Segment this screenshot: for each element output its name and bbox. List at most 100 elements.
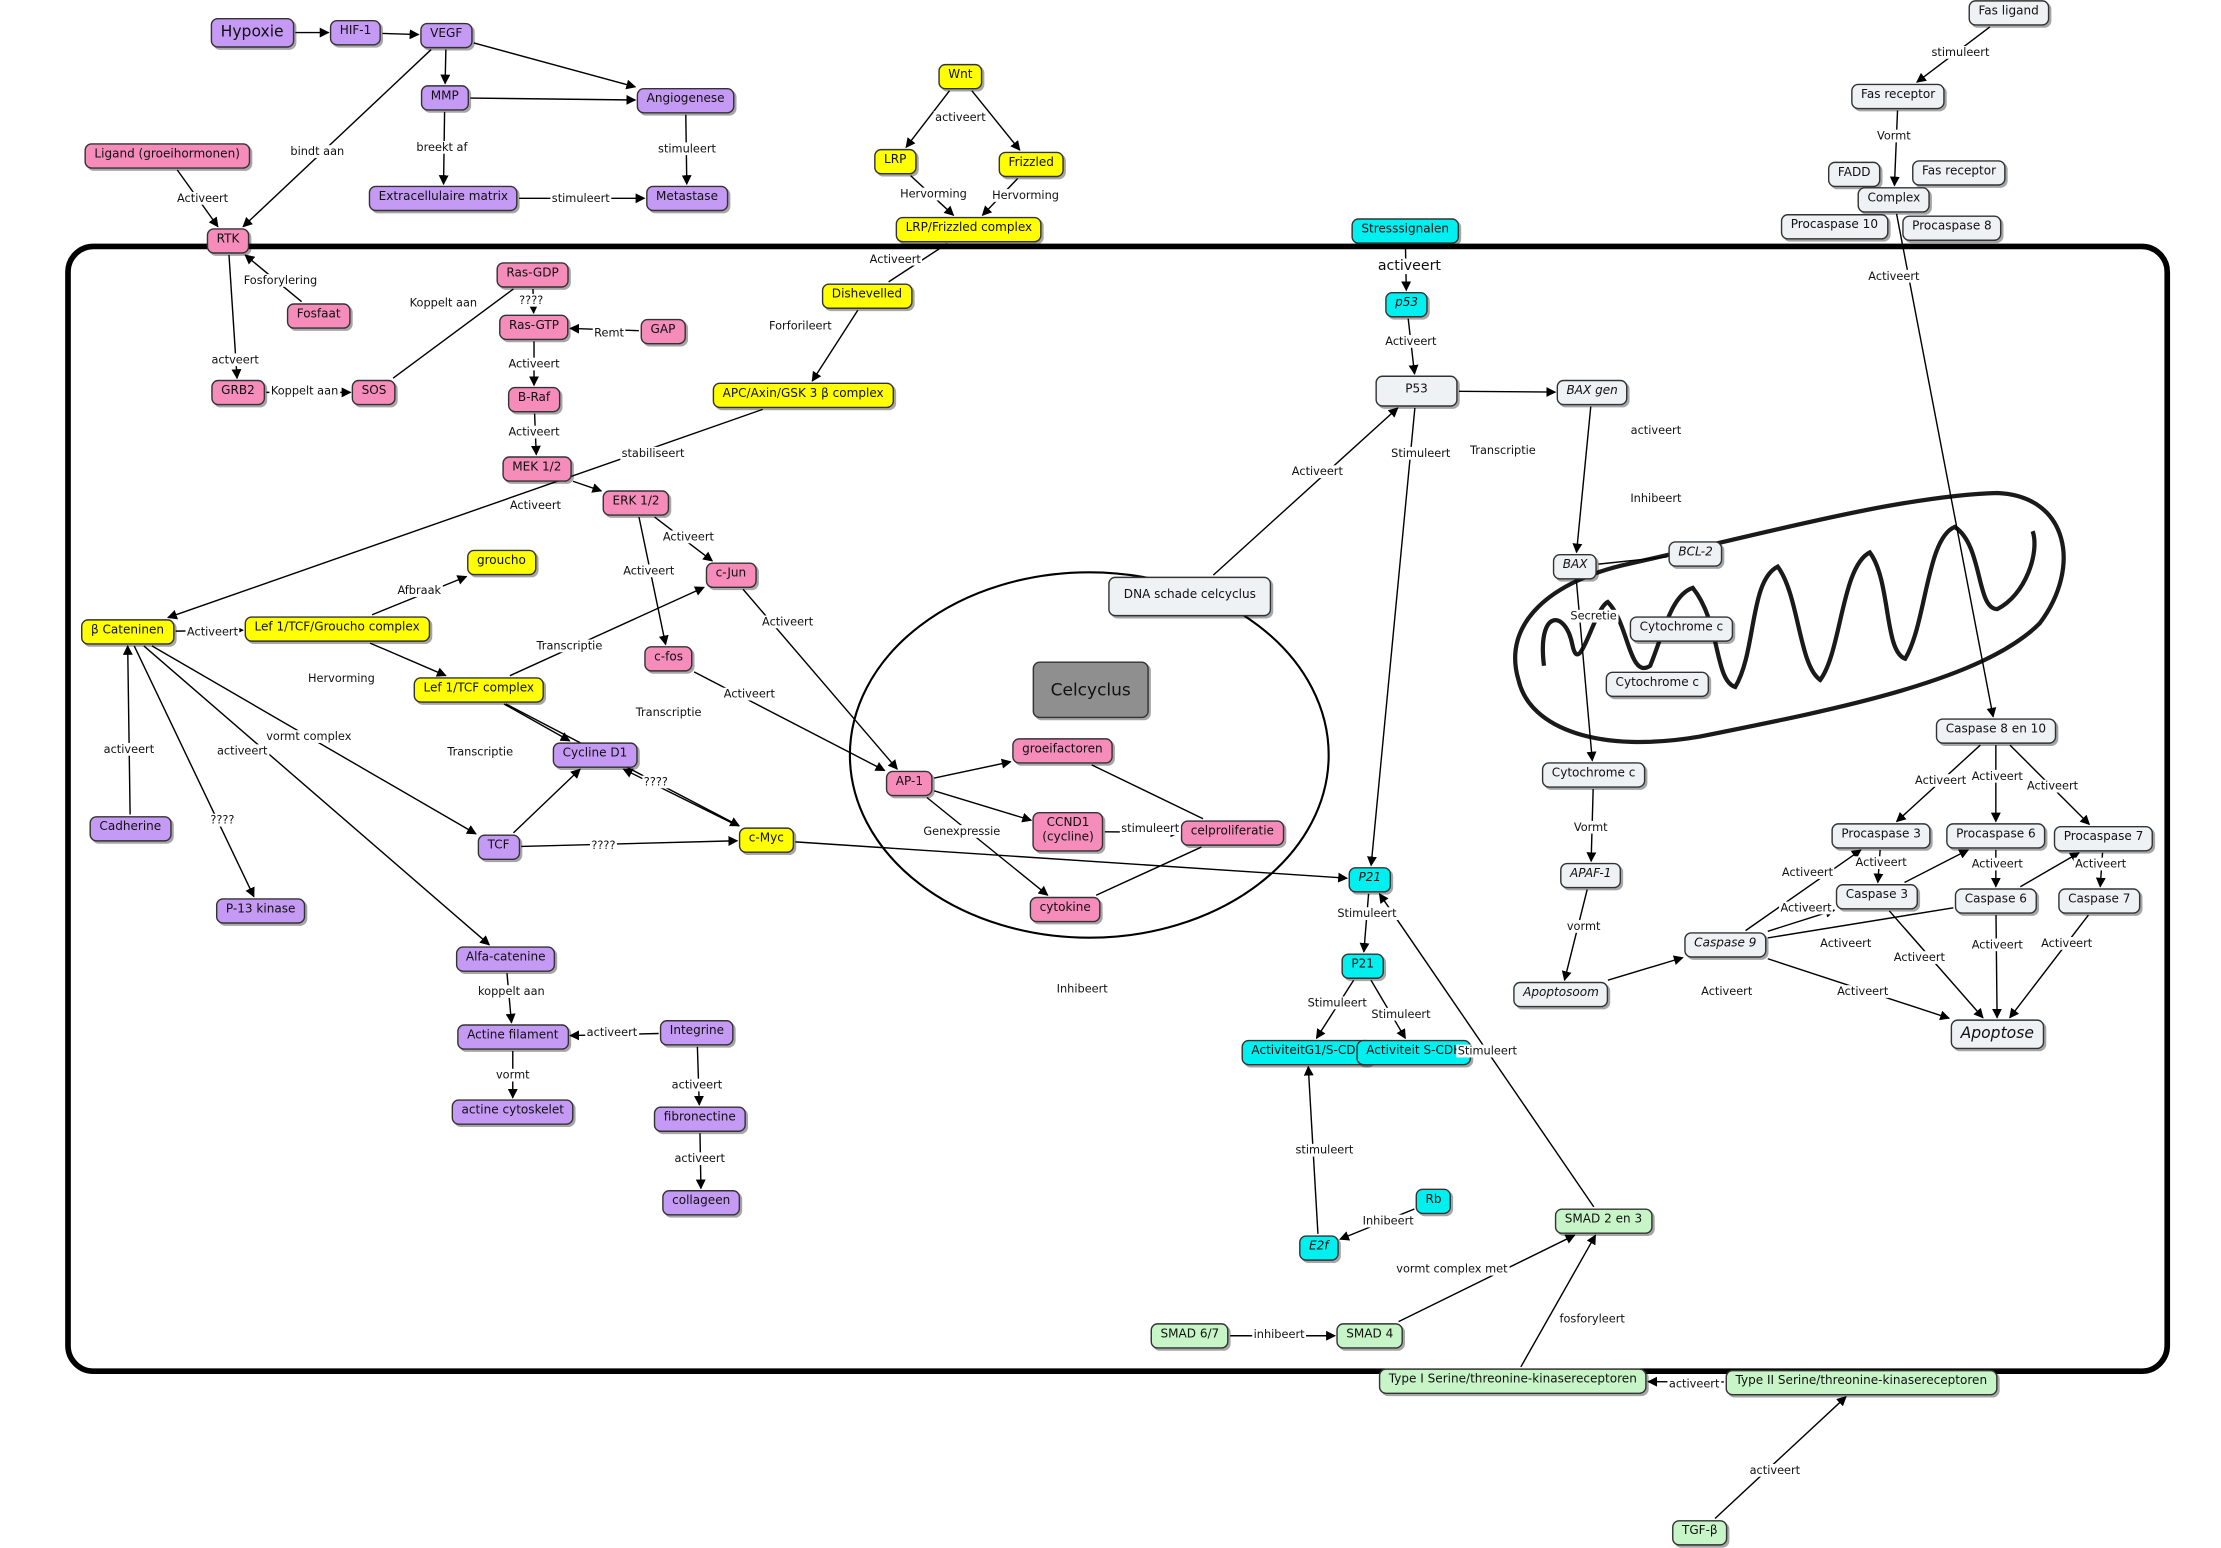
node-gap: GAP [641,319,686,344]
edge-label-activeert-c9c: Activeert [1819,937,1873,950]
edge-label-transcriptie-cyc: Transcriptie [446,746,515,759]
edge-label-secretie: Secretie [1569,610,1618,623]
node-casp6: Caspase 6 [1955,888,2037,913]
edge-label-activeert-p53: Activeert [1384,335,1438,348]
node-celprolif: celproliferatie [1181,820,1284,845]
edge-label-activeert-bcat: Activeert [185,625,239,638]
node-casp9: Caspase 9 [1684,932,1766,957]
edge-label-inhibeert-rb: Inhibeert [1361,1215,1415,1228]
edge-label-activeert-pc7: Activeert [2026,780,2080,793]
edge-label-vraag-p13: ???? [209,814,236,827]
edge-label-hervorming-lef: Hervorming [307,672,377,685]
edge-label-activeert-pc3: Activeert [1914,774,1968,787]
node-bcat: β Cateninen [81,619,174,644]
edge-label-fosforyleert: fosforyleert [1558,1312,1626,1325]
node-fasligand: Fas ligand [1969,0,2049,25]
node-cytc2: Cytochrome c [1606,672,1709,697]
edge-lefgroucho-to-leftcf [370,643,446,676]
edge-label-vormt-apaf: Vormt [1572,821,1609,834]
edge-label-activeert-c9b: Activeert [1779,902,1833,915]
edge-ap1-to-groeifactoren [934,762,1010,778]
edge-label-stabiliseert: stabiliseert [620,447,686,460]
edge-label-activeert-c9d: Activeert [1836,985,1890,998]
edge-casp6-to-apoptose [1996,915,1997,1018]
node-lrpfz: LRP/Frizzled complex [896,217,1042,242]
edge-label-stimuleert-e2f: stimuleert [1294,1144,1355,1157]
node-procasp3: Procaspase 3 [1831,823,1930,848]
edge-p53-to-p21i [1371,408,1415,866]
edge-label-breekt-af: breekt af [415,141,469,154]
edge-baxgen-to-bax [1577,407,1591,553]
edge-label-stimuleert-scdk: Stimuleert [1370,1008,1432,1021]
edge-p21i-to-p21 [1364,894,1369,952]
edge-label-vormt-fas: Vormt [1876,130,1913,143]
edge-label-activeert-braf: Activeert [507,358,561,371]
edge-label-activeert-pc6: Activeert [1970,770,2024,783]
node-lrp: LRP [874,149,916,174]
node-apc: APC/Axin/GSK 3 β complex [713,383,894,408]
edge-label-activeert-apopt: Activeert [1700,985,1754,998]
node-p53i: p53 [1385,292,1428,317]
edge-label-fosforylering: Fosforylering [242,274,318,287]
cell-membrane [68,246,2167,1371]
node-ccnd1: CCND1 (cycline) [1032,812,1103,851]
edge-label-genexpressie: Genexpressie [922,825,1002,838]
edge-label-koppelt-aan-actine: koppelt aan [477,985,547,998]
node-stress: Stresssignalen [1351,218,1458,243]
edge-label-vormt-complex-met: vormt complex met [1395,1263,1509,1276]
edge-label-stimuleert-p53: Stimuleert [1390,447,1452,460]
edge-label-transcriptie-cjun: Transcriptie [535,640,604,653]
edge-tgfb-to-type2 [1715,1397,1846,1519]
edge-tcf-to-cyclined1 [513,769,580,833]
node-dishevelled: Dishevelled [822,283,912,308]
edge-label-activeert-erk: Activeert [508,499,562,512]
edge-mmp-to-angiogenese [470,98,635,100]
node-type1: Type I Serine/threonine-kinasereceptoren [1379,1369,1647,1394]
edge-label-vraag-tcf: ???? [590,839,617,852]
edge-apc-to-bcat [168,409,763,617]
edge-label-stimuleert-angio: stimuleert [657,142,718,155]
edge-casp7-to-apoptose [2010,915,2089,1018]
edge-apoptosoom-to-casp9 [1608,958,1683,981]
node-cadherine: Cadherine [89,816,171,841]
node-e2f: E2f [1299,1235,1338,1260]
edge-apaf-to-apoptosoom [1565,890,1588,981]
node-braf: B-Raf [508,387,560,412]
node-apoptose: Apoptose [1951,1019,2044,1048]
edge-integrine-to-fibronectine [697,1047,699,1105]
edge-label-inhibeert-myc: Inhibeert [1055,982,1109,995]
edge-label-activeert-complex: Activeert [1867,270,1921,283]
node-ecm: Extracellulaire matrix [369,186,518,211]
node-fosfaat: Fosfaat [287,303,351,328]
edge-groeifactoren-to-celprolif [1092,765,1203,819]
edge-label-activeert-coll: activeert [673,1152,726,1165]
edge-label-activeert-cadh: activeert [102,743,155,756]
node-hypoxie: Hypoxie [211,18,294,47]
edge-label-bindt-aan: bindt aan [289,145,346,158]
node-fadd: FADD [1828,162,1880,187]
edge-label-activeert-grb2: actveert [210,353,260,366]
node-bax: BAX [1553,554,1598,579]
edge-label-activeert-dna: Activeert [1290,465,1344,478]
node-metastase: Metastase [646,186,728,211]
edge-label-stimuleert-prolif: stimuleert [1120,822,1181,835]
node-actine: Actine filament [457,1024,568,1049]
node-smad67: SMAD 6/7 [1151,1323,1230,1348]
node-ligand: Ligand (groeihormonen) [84,143,249,168]
node-grb2: GRB2 [211,380,264,405]
edge-label-activeert-stress: activeert [1376,259,1442,275]
node-frizzled: Frizzled [999,152,1064,177]
node-cjun: c-Jun [706,563,756,588]
node-lefgroucho: Lef 1/TCF/Groucho complex [245,616,430,641]
node-p13: P-13 kinase [216,898,305,923]
node-type2: Type II Serine/threonine-kinasereceptore… [1726,1370,1997,1395]
node-mmp: MMP [421,85,469,110]
node-hif1: HIF-1 [330,20,381,45]
edge-label-activeert-integrine: activeert [585,1026,638,1039]
edge-label-activeert-alfa: activeert [216,744,269,757]
node-casp810: Caspase 8 en 10 [1936,718,2056,743]
node-ap1: AP-1 [886,771,933,796]
edge-label-vraag-cyc: ???? [642,776,669,789]
edge-label-activeert-type: activeert [1667,1378,1720,1391]
